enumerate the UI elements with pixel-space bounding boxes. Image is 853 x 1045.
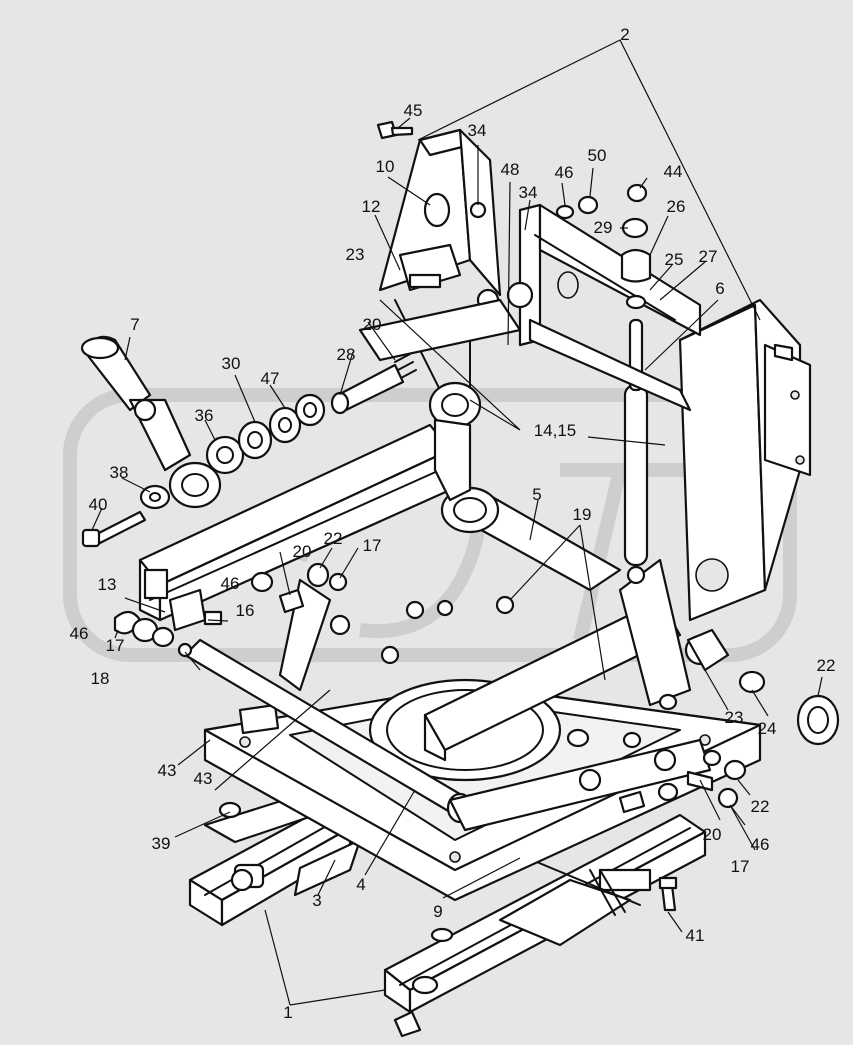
callout-47: 47 [261,369,280,388]
adjust-handle [80,335,222,509]
callout-23-left: 22 [324,529,343,548]
callout-12: 12 [362,197,381,216]
callout-34: 34 [468,121,487,140]
callout-24: 23 [725,708,744,727]
callout-7: 7 [130,315,139,334]
callout-32: 30 [222,354,241,373]
callout-23-right: 22 [751,797,770,816]
gear-wheel-35 [205,435,245,475]
callout-48: 48 [501,160,520,179]
leader-lines [91,39,823,1006]
callout-29: 27 [699,247,718,266]
slide-rail-left [188,793,362,927]
callout-25: 23 [346,245,365,264]
callout-26: 24 [758,719,777,738]
bolt-39 [81,510,147,548]
callout-27: 25 [665,250,684,269]
callout-19: 19 [573,505,592,524]
small-parts-left [113,562,515,665]
callout-46-left: 46 [70,624,89,643]
callout-36: 38 [110,463,129,482]
callout-9: 9 [433,902,442,921]
callout-17-top: 17 [363,536,382,555]
callout-33: 34 [519,183,538,202]
spring-rod-30 [330,353,417,415]
height-adjust-bracket [358,128,522,401]
callout-17-left: 17 [106,636,125,655]
callout-41: 43 [158,761,177,780]
callout-17-right: 17 [731,857,750,876]
callout-22-right: 20 [703,825,722,844]
callout-31: 29 [594,218,613,237]
right-side-parts [218,628,840,912]
callout-20-top: 20 [363,315,382,334]
callout-43-mid: 43 [194,769,213,788]
rear-frame [678,298,812,622]
callout-40: 41 [686,926,705,945]
callout-28: 26 [667,197,686,216]
washer-stack-32-47 [237,393,326,460]
scissor-frame [138,318,716,832]
callout-46-right: 46 [751,835,770,854]
top-fasteners [376,120,652,310]
callout-45: 46 [555,163,574,182]
callout-2: 2 [620,25,629,44]
callout-16: 16 [236,601,255,620]
callout-4: 4 [356,875,365,894]
callout-39: 40 [89,495,108,514]
upper-mount-bracket [476,203,702,412]
callout-3: 3 [312,891,321,910]
callout-labels: 2 45 34 50 10 48 46 44 34 12 26 29 23 25… [70,25,836,1022]
callout-6: 6 [715,279,724,298]
callout-35: 36 [195,406,214,425]
callout-50: 50 [588,146,607,165]
callout-22-left: 20 [293,542,312,561]
hinge-knuckle [428,381,482,502]
callout-10: 10 [376,157,395,176]
callout-43-top: 44 [664,162,683,181]
callout-1: 1 [283,1003,292,1022]
callout-46-mid: 46 [221,574,240,593]
callout-44: 45 [404,101,423,120]
callout-14-15: 14,15 [534,421,577,440]
callout-38: 39 [152,834,171,853]
callout-30: 28 [337,345,356,364]
slide-rail-right [383,813,707,1038]
callout-5: 5 [532,485,541,504]
callout-18: 18 [91,669,110,688]
callout-13: 13 [98,575,117,594]
callout-20-right: 22 [817,656,836,675]
